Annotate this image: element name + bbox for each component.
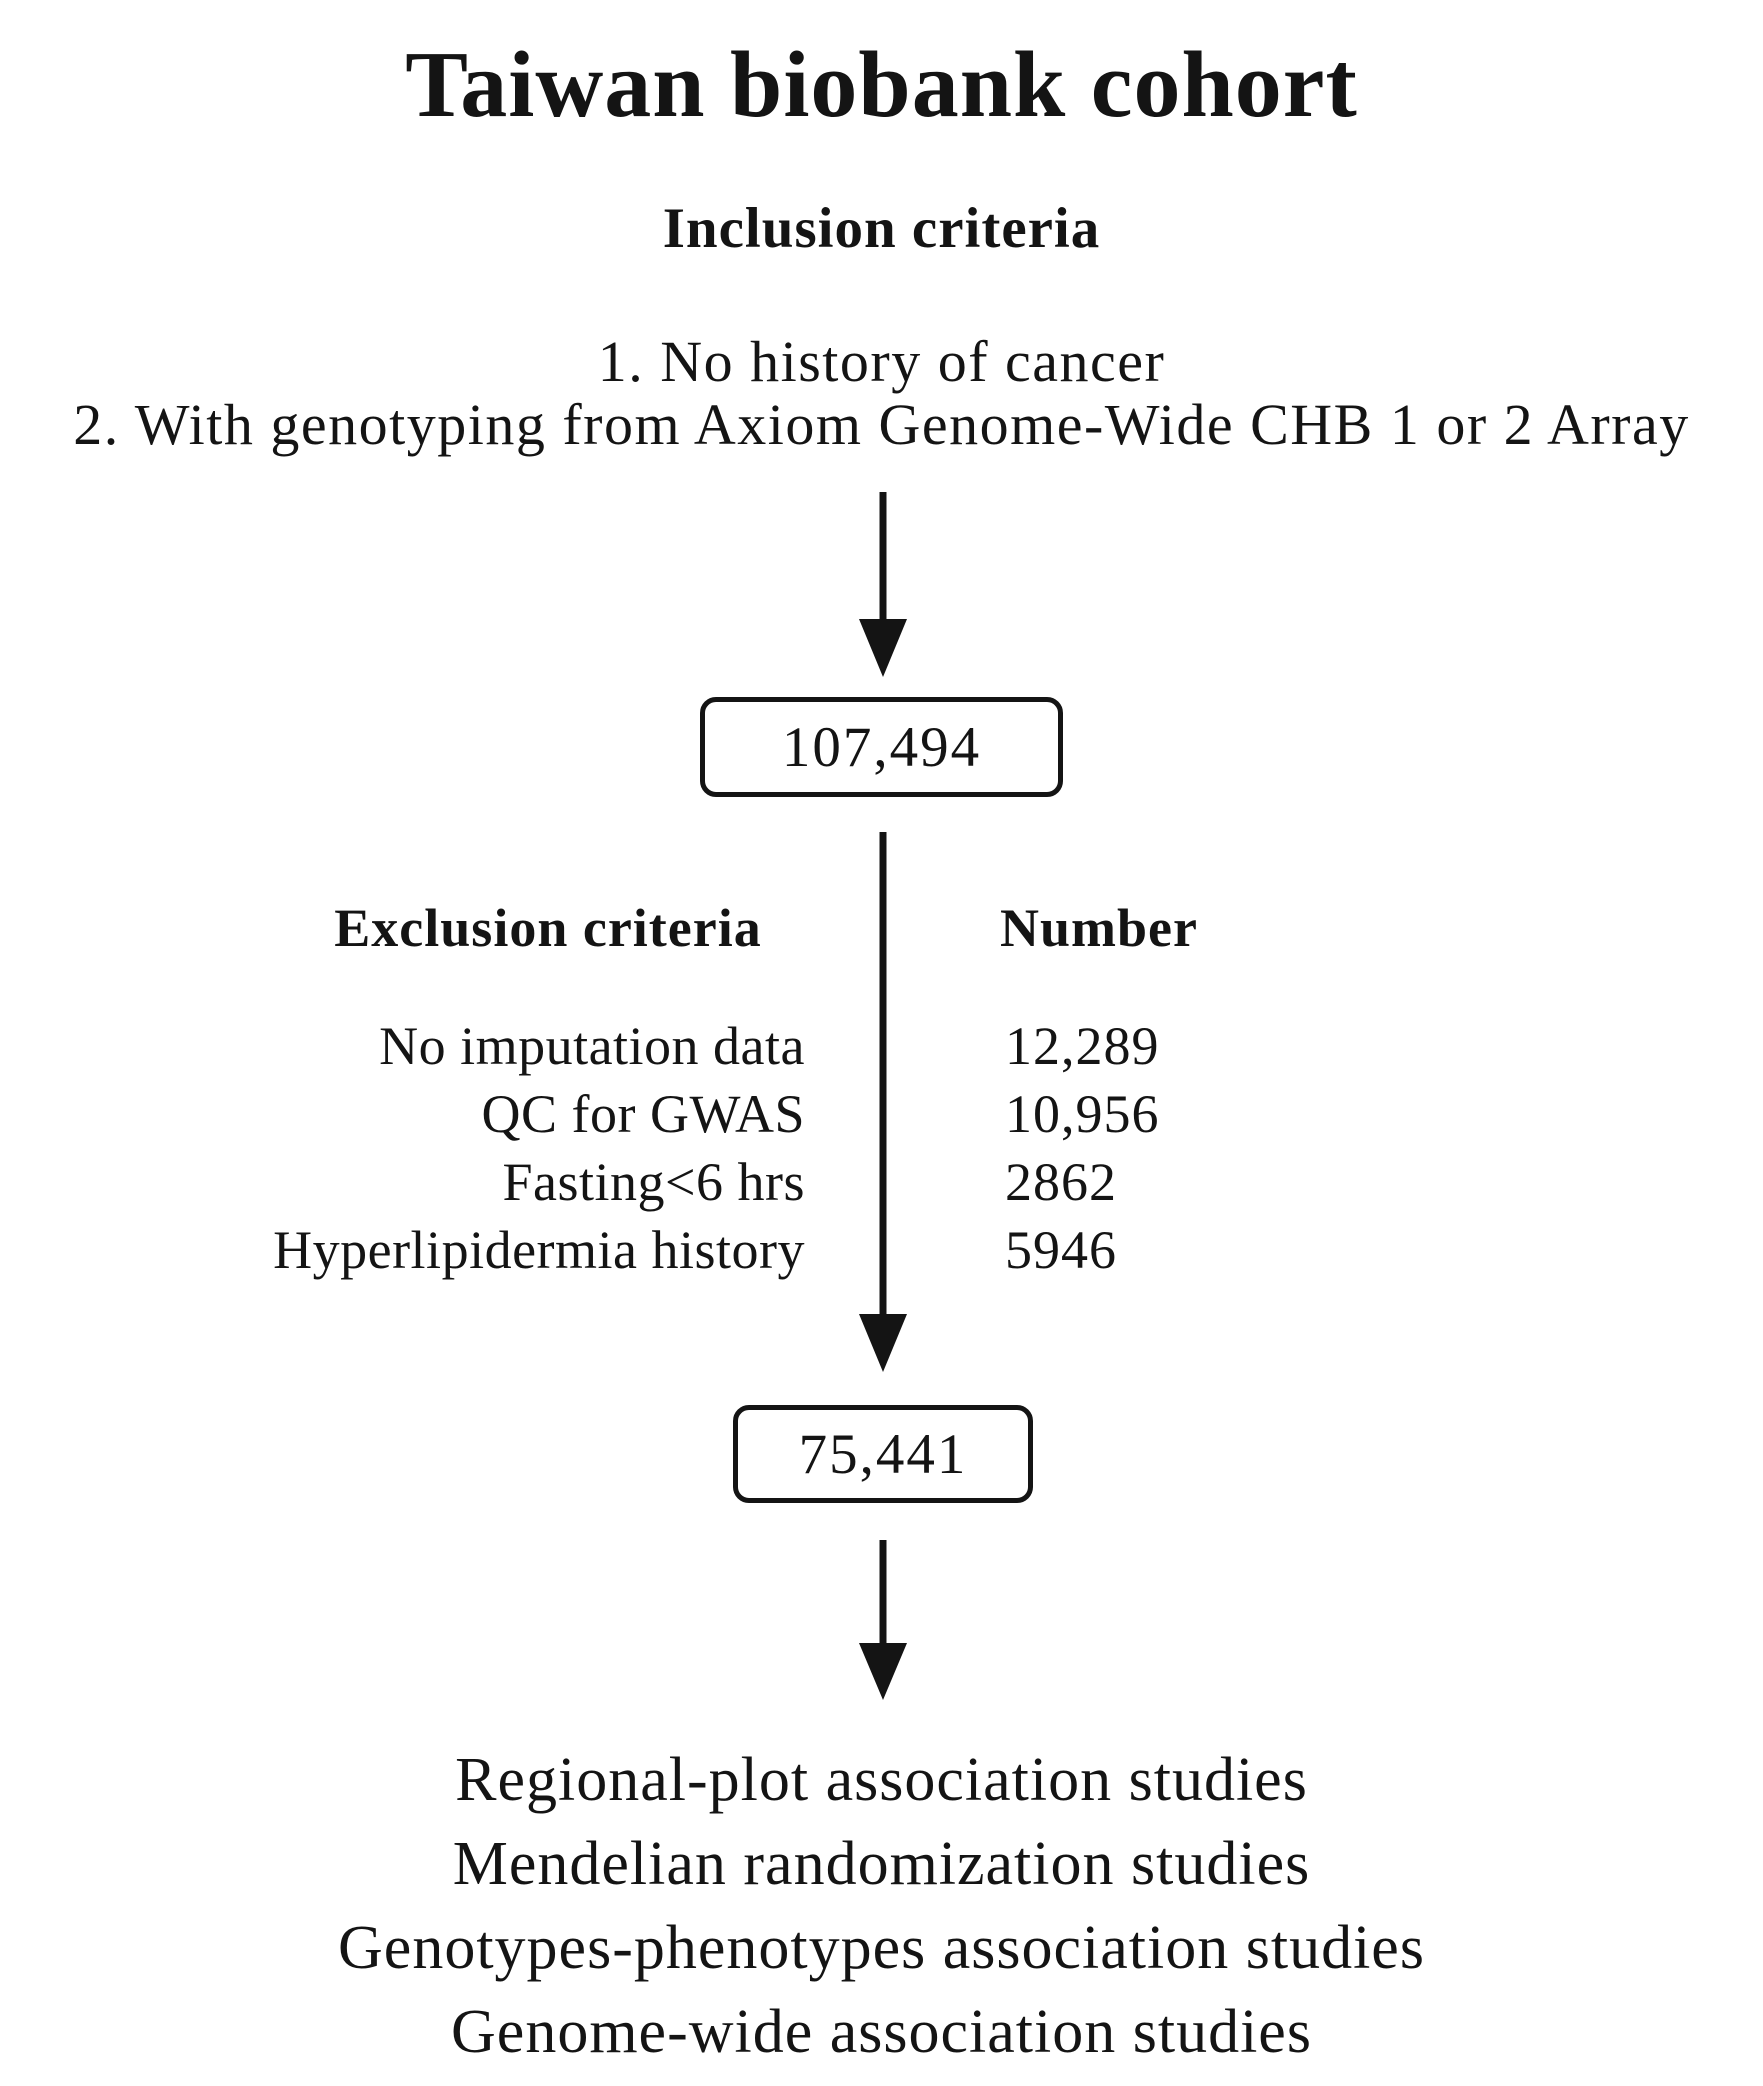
exclusion-value-hyperlipidermia: 5946 — [1005, 1220, 1117, 1280]
exclusion-criteria-values: 12,289 10,956 2862 5946 — [1005, 1012, 1405, 1284]
exclusion-value-fasting: 2862 — [1005, 1152, 1117, 1212]
down-arrow-icon — [859, 832, 907, 1372]
inclusion-criterion-2: 2. With genotyping from Axiom Genome-Wid… — [73, 392, 1690, 457]
exclusion-label-qc: QC for GWAS — [481, 1084, 805, 1144]
exclusion-criteria-heading: Exclusion criteria — [334, 898, 762, 958]
study-outcomes-list: Regional-plot association studies Mendel… — [0, 1738, 1763, 2074]
exclusion-value-qc: 10,956 — [1005, 1084, 1160, 1144]
outcome-mendelian: Mendelian randomization studies — [452, 1830, 1311, 1898]
exclusion-label-imputation: No imputation data — [379, 1016, 805, 1076]
cohort-count-box-final: 75,441 — [733, 1405, 1033, 1503]
exclusion-label-fasting: Fasting<6 hrs — [502, 1152, 805, 1212]
outcome-regional-plot: Regional-plot association studies — [455, 1746, 1308, 1814]
page-title: Taiwan biobank cohort — [405, 33, 1358, 137]
cohort-count-initial: 107,494 — [781, 715, 982, 779]
down-arrow-icon — [859, 492, 907, 677]
inclusion-criterion-1: 1. No history of cancer — [597, 329, 1166, 394]
exclusion-label-hyperlipidermia: Hyperlipidermia history — [273, 1220, 805, 1280]
exclusion-value-imputation: 12,289 — [1005, 1016, 1160, 1076]
inclusion-criteria-heading: Inclusion criteria — [662, 197, 1101, 260]
cohort-count-box-initial: 107,494 — [700, 697, 1063, 797]
outcome-genotypes-phenotypes: Genotypes-phenotypes association studies — [338, 1914, 1425, 1982]
cohort-count-final: 75,441 — [798, 1422, 968, 1486]
exclusion-number-heading: Number — [1000, 898, 1198, 958]
inclusion-criteria-list: 1. No history of cancer 2. With genotypi… — [0, 330, 1763, 456]
exclusion-criteria-labels: No imputation data QC for GWAS Fasting<6… — [0, 1012, 805, 1284]
down-arrow-icon — [859, 1540, 907, 1700]
outcome-genome-wide: Genome-wide association studies — [451, 1998, 1312, 2066]
